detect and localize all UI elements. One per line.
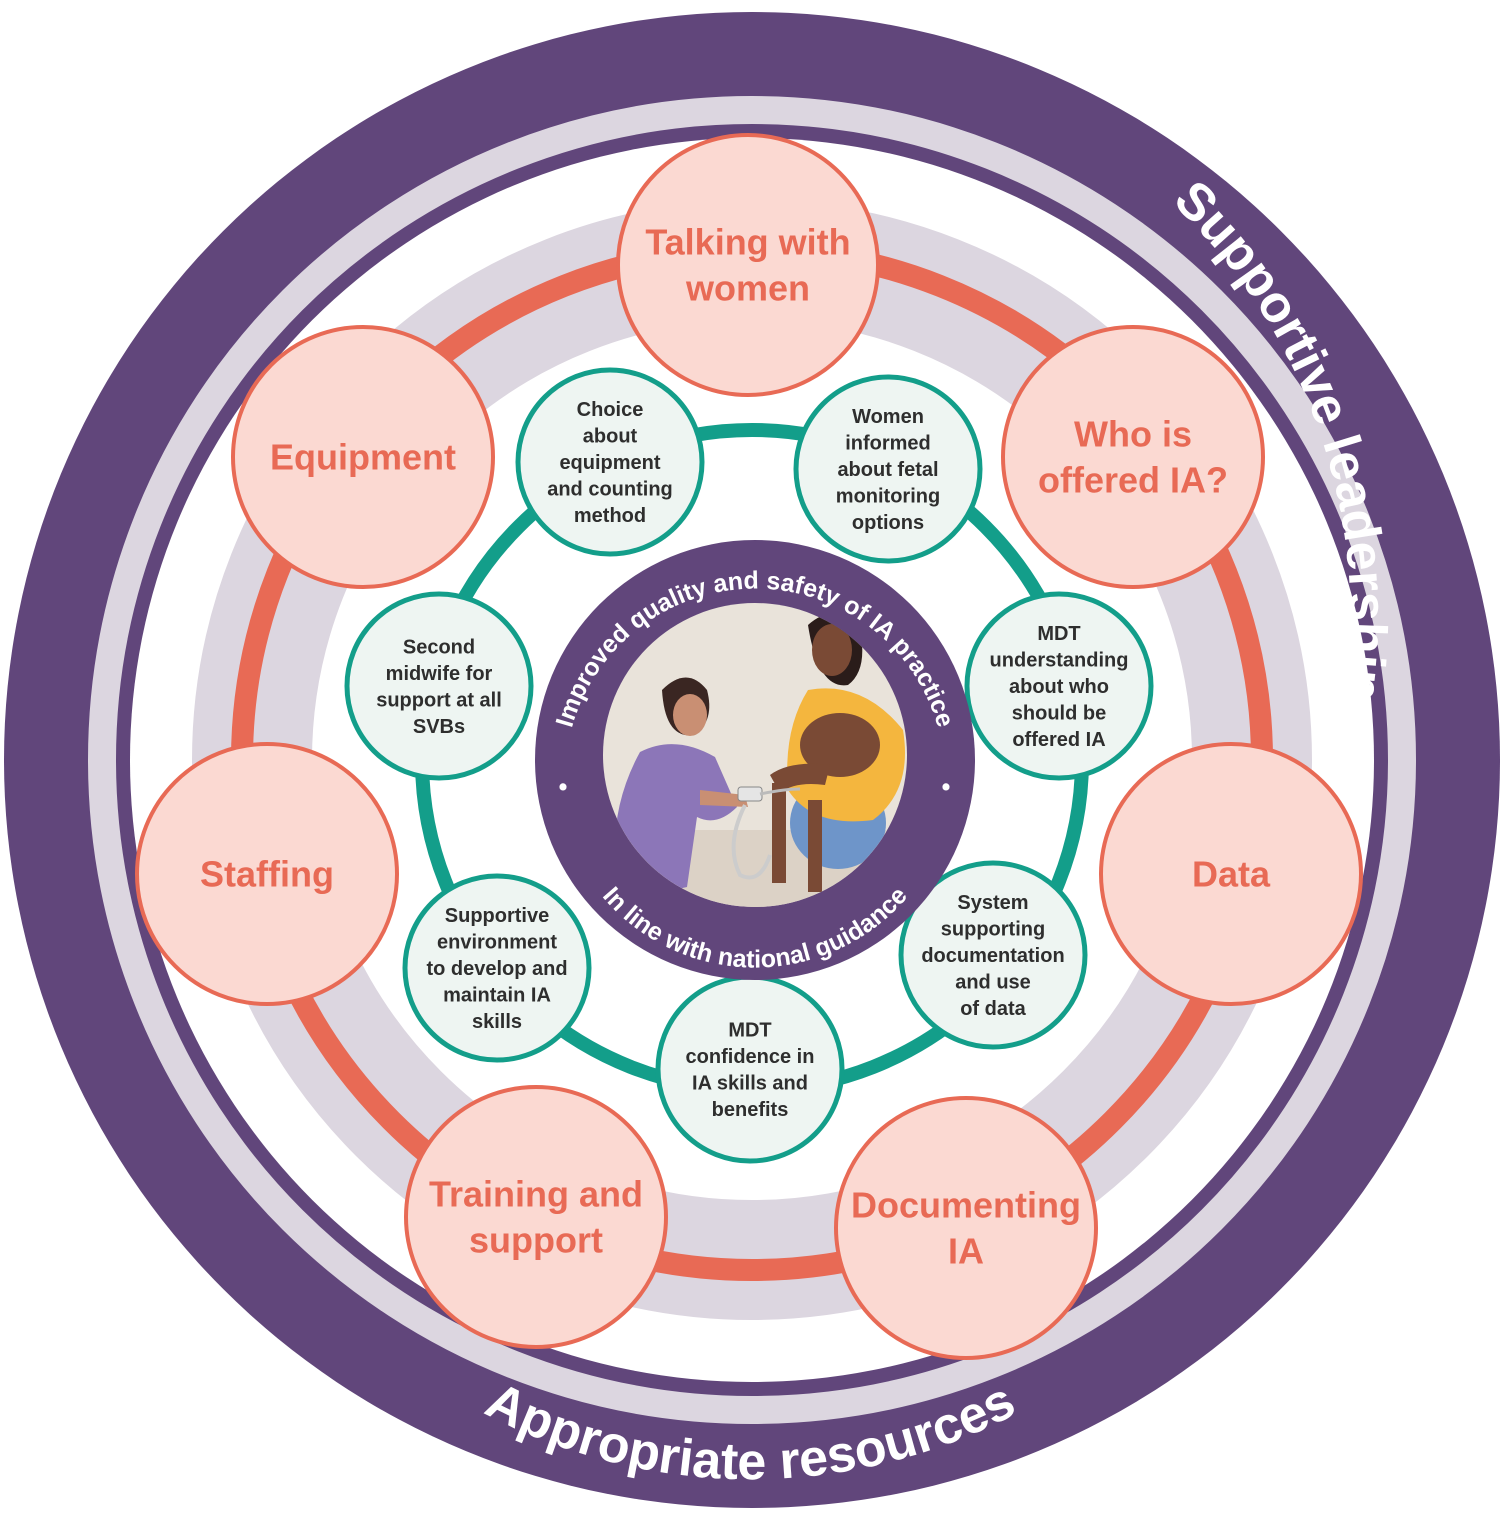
inner-node-circle: [964, 591, 1154, 781]
outer-node-label-line: Data: [1192, 854, 1271, 895]
outer-node-label-line: Who is: [1074, 414, 1192, 455]
inner-node-label-line: midwife for: [386, 663, 493, 685]
outer-node-label-line: IA: [948, 1231, 984, 1272]
inner-node-mdt-understanding: MDT understanding about who should be offere…: [964, 591, 1154, 781]
inner-node-label-line: skills: [472, 1011, 522, 1033]
inner-node-circle: [793, 374, 983, 564]
outer-node-label-line: Talking with: [645, 222, 850, 263]
inner-node-label-line: monitoring: [836, 486, 940, 508]
inner-node-supportive-environment: Supportive environment to develop and maint…: [402, 873, 592, 1063]
inner-node-circle: [898, 860, 1088, 1050]
inner-node-label-line: MDT: [728, 1019, 771, 1041]
inner-node-label-line: method: [574, 505, 646, 527]
outer-node-circle: [834, 1096, 1098, 1360]
outer-node-circle: [231, 325, 495, 589]
inner-node-label-line: options: [852, 512, 924, 534]
outer-node-who-offered: Who is offered IA?: [1001, 325, 1265, 589]
centre-separator-right: •: [942, 773, 951, 801]
inner-node-label-line: IA skills and: [692, 1072, 808, 1094]
inner-node-circle: [515, 367, 705, 557]
inner-node-circle: [344, 591, 534, 781]
inner-node-mdt-confidence: MDT confidence in IA skills and benefits: [655, 974, 845, 1164]
inner-node-label-line: of data: [960, 998, 1026, 1020]
inner-node-label-line: Choice: [577, 399, 644, 421]
outer-node-training: Training and support: [404, 1085, 668, 1349]
inner-node-label-line: Supportive: [445, 905, 549, 927]
inner-node-label-line: understanding: [990, 650, 1129, 672]
inner-node-label-line: informed: [845, 433, 931, 455]
inner-node-label-line: and use: [955, 972, 1031, 994]
outer-node-circle: [1099, 742, 1363, 1006]
inner-node-label-line: should be: [1012, 703, 1106, 725]
inner-node-label-line: support at all: [376, 689, 502, 711]
centre-separator-left: •: [559, 773, 568, 801]
outer-node-circle: [404, 1085, 668, 1349]
outer-node-label-line: Equipment: [270, 437, 456, 478]
inner-node-system-supporting: System supporting documentation and use of d…: [898, 860, 1088, 1050]
outer-node-circle: [135, 742, 399, 1006]
outer-node-label-line: Documenting: [851, 1185, 1081, 1226]
inner-node-label-line: about: [583, 426, 638, 448]
outer-node-label-line: offered IA?: [1038, 460, 1228, 501]
inner-node-women-informed: Women informed about fetal monitoring option…: [793, 374, 983, 564]
inner-node-label-line: Women: [852, 406, 924, 428]
outer-node-label-line: Staffing: [200, 854, 334, 895]
inner-node-label-line: supporting: [941, 919, 1045, 941]
inner-node-label-line: MDT: [1037, 623, 1080, 645]
outer-node-label-line: women: [685, 268, 810, 309]
inner-node-label-line: System: [957, 892, 1028, 914]
inner-node-label-line: about fetal: [837, 459, 938, 481]
outer-node-label-line: Training and: [429, 1174, 643, 1215]
inner-node-label-line: maintain IA: [443, 985, 551, 1007]
inner-node-label-line: equipment: [559, 452, 660, 474]
inner-node-circle: [655, 974, 845, 1164]
centre-emblem: Improved quality and safety of IA practi…: [535, 540, 975, 980]
outer-node-talking: Talking with women: [616, 133, 880, 397]
inner-node-label-line: and counting: [547, 479, 673, 501]
inner-node-label-line: documentation: [921, 945, 1064, 967]
outer-node-circle: [1001, 325, 1265, 589]
inner-node-label-line: to develop and: [426, 958, 567, 980]
outer-node-data: Data: [1099, 742, 1363, 1006]
inner-nodes: Women informed about fetal monitoring option…: [344, 367, 1154, 1164]
outer-node-label-line: support: [469, 1220, 603, 1261]
outer-node-staffing: Staffing: [135, 742, 399, 1006]
inner-node-label-line: benefits: [712, 1099, 789, 1121]
inner-node-label-line: Second: [403, 636, 475, 658]
inner-node-label-line: about who: [1009, 676, 1109, 698]
inner-node-label-line: environment: [437, 932, 557, 954]
inner-node-label-line: SVBs: [413, 716, 465, 738]
inner-node-label-line: offered IA: [1012, 729, 1105, 751]
inner-node-label-line: confidence in: [686, 1046, 815, 1068]
midwife-monitoring-illustration: [603, 603, 907, 907]
inner-node-choice-equipment: Choice about equipment and counting method: [515, 367, 705, 557]
inner-node-circle: [402, 873, 592, 1063]
outer-node-circle: [616, 133, 880, 397]
outer-node-equipment: Equipment: [231, 325, 495, 589]
